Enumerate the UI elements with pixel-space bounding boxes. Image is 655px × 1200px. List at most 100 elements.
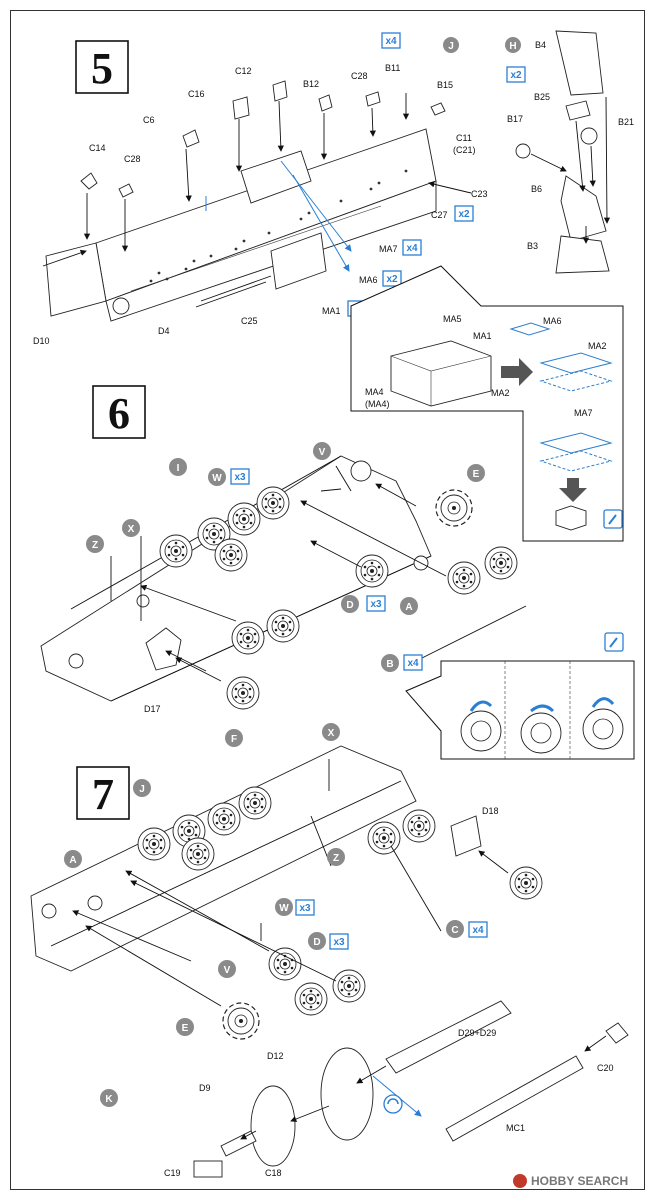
quantity-badge: x4 [472,925,484,936]
part-label: C23 [471,189,488,199]
svg-text:A: A [69,855,76,866]
hobby-search-logo-icon [513,1174,527,1188]
callout-w-icon [208,468,226,486]
callout-a-icon [400,597,418,615]
part-label: C19 [164,1168,181,1178]
pivot-icon [383,1094,403,1114]
quantity-badge: x2 [458,209,470,220]
part-label: MA7 [379,244,398,254]
part-label: D17 [144,704,161,714]
part-label: MA2 [588,341,607,351]
part-label: D4 [158,326,170,336]
part-label: D9 [199,1083,211,1093]
part-label: C28 [124,154,141,164]
part-label: B11 [385,63,400,73]
svg-text:HOBBY SEARCH: HOBBY SEARCH [531,1174,628,1188]
step-6-number: 6 [108,389,130,438]
svg-text:D: D [346,600,353,611]
quantity-badge: x2 [510,70,522,81]
part-label: B12 [303,79,319,89]
callout-x-icon [322,723,340,741]
part-label: C12 [235,66,252,76]
callout-j-icon [443,37,459,53]
part-label: B21 [618,117,634,127]
part-label: C20 [597,1063,614,1073]
part-label: D18 [482,806,499,816]
part-label: MA6 [359,275,378,285]
callout-c-icon [446,920,464,938]
step-6-box [92,385,146,439]
part-label: C25 [241,316,258,326]
quantity-badge: x4 [385,36,397,47]
watermark: HOBBY SEARCH [513,1174,628,1188]
part-label: MC1 [506,1123,525,1133]
step-7-number: 7 [92,770,114,819]
part-label: C11 [456,133,472,143]
quantity-badge: x4 [407,658,419,669]
svg-text:W: W [212,473,222,484]
assembly-diagram: 5 [30,30,635,1188]
part-label: B25 [534,92,550,102]
svg-text:Z: Z [333,853,339,864]
step-7: 7 J [30,723,629,1178]
part-label: D12 [267,1051,284,1061]
callout-e-icon [176,1018,194,1036]
callout-d-icon [308,932,326,950]
part-label: MA7 [574,408,593,418]
part-label: C6 [143,115,155,125]
part-label: B4 [535,40,546,50]
callout-z-icon [327,848,345,866]
part-label: D29+D29 [458,1028,496,1038]
svg-text:I: I [177,463,180,474]
step-5-number: 5 [91,44,113,93]
svg-text:V: V [224,965,231,976]
svg-text:H: H [509,41,516,52]
quantity-badge: x3 [333,937,345,948]
arrow-down-icon [559,478,587,502]
svg-text:A: A [405,602,412,613]
svg-text:J: J [448,41,454,52]
callout-v-icon [218,960,236,978]
step-5: 5 [33,30,634,542]
svg-text:B: B [386,659,393,670]
instruction-sheet: 5 [10,10,645,1190]
part-label: MA1 [322,306,341,316]
part-label: C18 [265,1168,282,1178]
part-label: B15 [437,80,453,90]
quantity-badge: x3 [234,472,246,483]
step-6: 6 I W V E Z [40,385,635,760]
svg-text:E: E [473,469,480,480]
part-label: B3 [527,241,538,251]
callout-e-icon [467,464,485,482]
quantity-badge: x2 [386,274,398,285]
part-label: B6 [531,184,542,194]
quantity-badge: x3 [299,903,311,914]
callout-z-icon [86,535,104,553]
part-label: (MA4) [365,399,390,409]
part-label: B17 [507,114,523,124]
svg-text:V: V [319,447,326,458]
svg-text:X: X [328,728,335,739]
quantity-badge: x4 [406,243,418,254]
step-5-box [75,40,129,94]
part-label: MA4 [365,387,384,397]
part-label: MA1 [473,331,492,341]
svg-text:C: C [451,925,458,936]
quantity-badge: x3 [370,599,382,610]
part-label: MA6 [543,316,562,326]
callout-v-icon [313,442,331,460]
callout-d-icon [341,595,359,613]
part-label: C27 [431,210,448,220]
part-label: C28 [351,71,368,81]
callout-f-icon [225,729,243,747]
callout-k-icon [100,1089,118,1107]
svg-text:Z: Z [92,540,98,551]
part-label: MA2 [491,388,510,398]
part-label: D10 [33,336,50,346]
callout-h-icon [505,37,521,53]
svg-text:W: W [279,903,289,914]
callout-b-icon [381,654,399,672]
callout-i-icon [169,458,187,476]
part-label: C16 [188,89,205,99]
callout-j-icon [133,779,151,797]
